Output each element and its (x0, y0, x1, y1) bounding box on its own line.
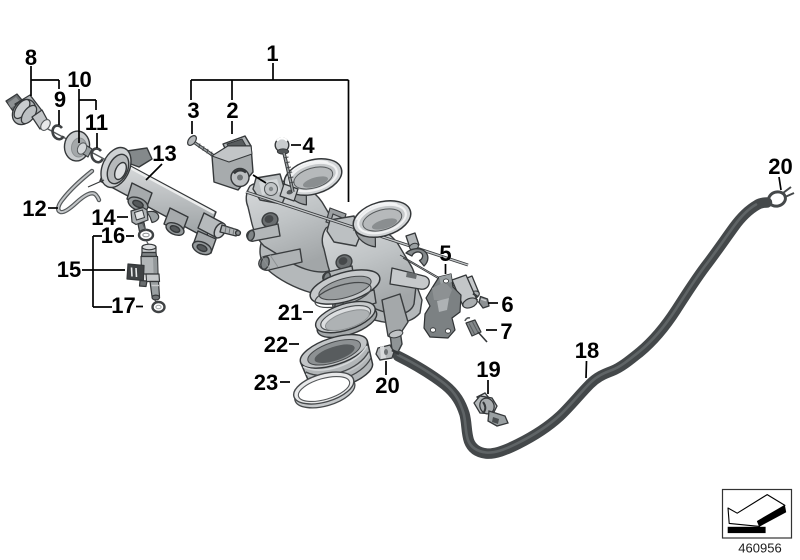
svg-text:19: 19 (476, 357, 500, 382)
svg-text:15: 15 (57, 257, 81, 282)
svg-text:5: 5 (439, 241, 451, 266)
svg-text:17: 17 (111, 293, 135, 318)
svg-text:18: 18 (575, 338, 599, 363)
svg-text:7: 7 (500, 319, 512, 344)
svg-text:14: 14 (91, 205, 116, 230)
svg-text:10: 10 (67, 67, 91, 92)
svg-text:23: 23 (254, 370, 278, 395)
svg-text:460956: 460956 (738, 540, 781, 555)
svg-text:22: 22 (264, 332, 288, 357)
svg-text:21: 21 (278, 300, 302, 325)
svg-text:11: 11 (85, 110, 108, 135)
svg-text:20: 20 (375, 373, 399, 398)
svg-text:16: 16 (101, 223, 125, 248)
svg-text:20: 20 (768, 154, 792, 179)
svg-text:6: 6 (501, 292, 513, 317)
svg-text:4: 4 (302, 133, 315, 158)
svg-text:1: 1 (266, 41, 278, 66)
svg-text:12: 12 (22, 196, 46, 221)
svg-text:9: 9 (54, 87, 66, 112)
svg-text:8: 8 (25, 45, 37, 70)
svg-text:2: 2 (226, 98, 238, 123)
svg-text:13: 13 (152, 141, 176, 166)
svg-text:3: 3 (187, 98, 199, 123)
